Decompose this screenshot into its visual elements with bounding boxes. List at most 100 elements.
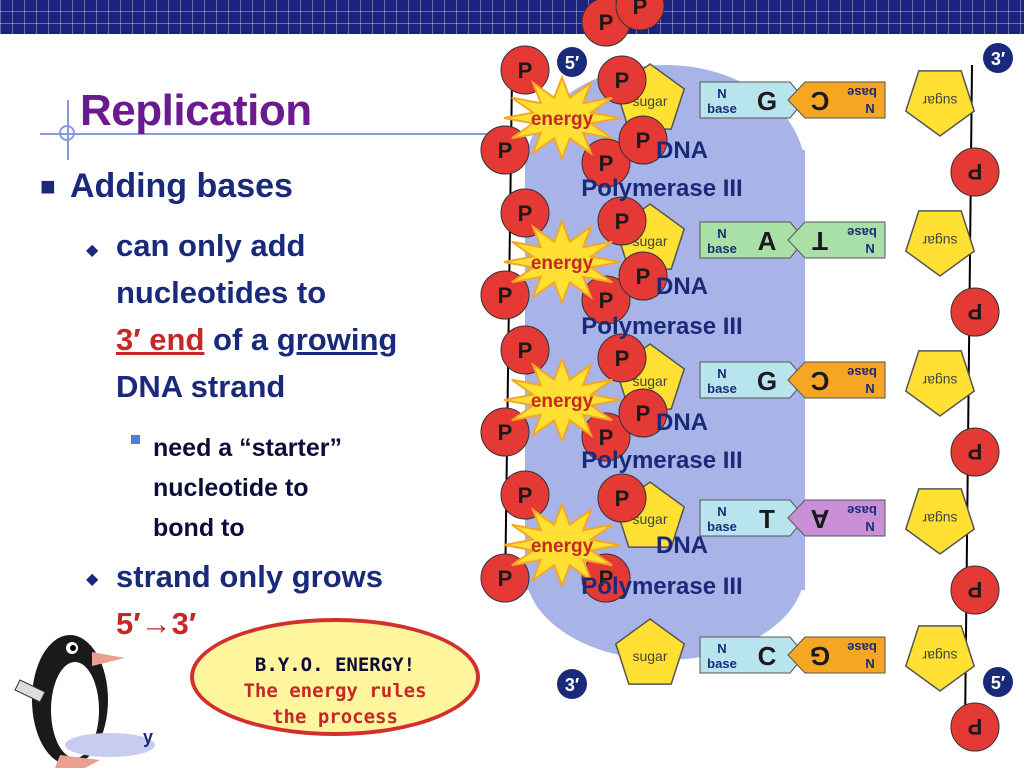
phosphate-circle (581, 553, 631, 603)
three-prime-end-text: 3′ end (116, 322, 205, 357)
phosphate-right (950, 565, 1000, 615)
sugar-label-flipped: sugar (922, 373, 957, 389)
bullet-text: Adding bases (70, 167, 293, 205)
energy-label: energy (531, 391, 594, 412)
base-label: base (707, 656, 737, 671)
phosphate-label: P (518, 338, 533, 363)
phosphate-label: P (518, 483, 533, 508)
phosphate-circle (500, 45, 550, 95)
polymerase-label-line2: Polymerase III (581, 447, 742, 474)
energy-burst (503, 356, 621, 444)
base-label-flipped: base (847, 503, 877, 518)
phosphate-label: P (615, 486, 630, 511)
phosphate-label: P (498, 283, 513, 308)
phosphate-circle (581, 275, 631, 325)
top-banner (0, 0, 1024, 34)
phosphate-label: P (636, 128, 651, 153)
base-label-flipped: base (847, 225, 877, 240)
callout-line: The energy rules (243, 680, 427, 702)
n-label-flipped: N (865, 241, 874, 256)
base-letter-left: G (757, 86, 777, 116)
base-letter-right: C (810, 86, 829, 116)
footer-fragment: y (143, 727, 154, 747)
phosphate-circle (581, 138, 631, 188)
sugar-label: sugar (632, 648, 667, 664)
sugar-label: sugar (632, 93, 667, 109)
sub-line-end: 3′ end of a growing (116, 316, 397, 363)
diamond-bullet-icon: ◆ (86, 571, 99, 588)
phosphate-label: P (498, 138, 513, 163)
sugar-label-flipped: sugar (922, 648, 957, 664)
sugar-label: sugar (632, 373, 667, 389)
polymerase-label-line2: Polymerase III (581, 175, 742, 202)
growing-text: growing (276, 322, 398, 357)
phosphate-circle (618, 251, 668, 301)
phosphate-label-flipped: P (968, 159, 983, 184)
square-bullet-icon: ■ (40, 171, 56, 201)
energy-burst (503, 218, 621, 306)
sugar-right (904, 210, 976, 277)
detail-line: bond to (153, 514, 245, 542)
sub-bullet-strand-grows: strand only grows 5′→3′ (116, 553, 383, 647)
phosphate-right (950, 287, 1000, 337)
base-label-flipped: base (847, 365, 877, 380)
n-label: N (717, 641, 726, 656)
five-prime-bottom-label: 5′ (991, 673, 1005, 693)
phosphate-label: P (599, 566, 614, 591)
energy-burst (503, 501, 621, 589)
base-letter-left: C (758, 641, 777, 671)
base-label: base (707, 241, 737, 256)
penguin-mascot (14, 635, 155, 768)
base-label: base (707, 101, 737, 116)
phosphate-circle (500, 325, 550, 375)
polymerase-label-line2: Polymerase III (581, 313, 742, 340)
sugar-label-flipped: sugar (922, 233, 957, 249)
title-rule (40, 133, 510, 135)
phosphate-circle (597, 55, 647, 105)
phosphate-circle (615, 0, 665, 31)
detail-starter-nucleotide: need a “starter” nucleotide to bond to (153, 428, 342, 548)
title-crosshair-circle (59, 125, 75, 141)
phosphate-label: P (518, 201, 533, 226)
n-label-flipped: N (865, 656, 874, 671)
sub-line: can only add (116, 228, 306, 263)
phosphate-label: P (599, 425, 614, 450)
phosphate-circle (581, 412, 631, 462)
phosphate-circle (597, 333, 647, 383)
phosphate-right (950, 147, 1000, 197)
phosphate-circle (500, 470, 550, 520)
sub-line: DNA strand (116, 369, 286, 404)
small-square-bullet-icon (131, 435, 140, 444)
n-label: N (717, 366, 726, 381)
phosphate-circle (597, 196, 647, 246)
phosphate-label: P (498, 420, 513, 445)
phosphate-label-flipped: P (968, 577, 983, 602)
polymerase-label-line1: DNA (656, 532, 708, 559)
three-prime-top-label: 3′ (991, 49, 1005, 69)
detail-line: nucleotide to (153, 474, 309, 502)
phosphate-label: P (633, 0, 648, 19)
polymerase-label-line1: DNA (656, 137, 708, 164)
callout-line: the process (272, 706, 398, 728)
n-label: N (717, 504, 726, 519)
phosphate-label-flipped: P (968, 439, 983, 464)
sugar-left (614, 618, 686, 685)
base-letter-right: T (812, 226, 828, 256)
base-label: base (707, 519, 737, 534)
sub-line: nucleotides to (116, 275, 327, 310)
phosphate-label: P (636, 401, 651, 426)
n-label-flipped: N (865, 381, 874, 396)
phosphate-label: P (615, 68, 630, 93)
energy-burst (503, 74, 621, 162)
